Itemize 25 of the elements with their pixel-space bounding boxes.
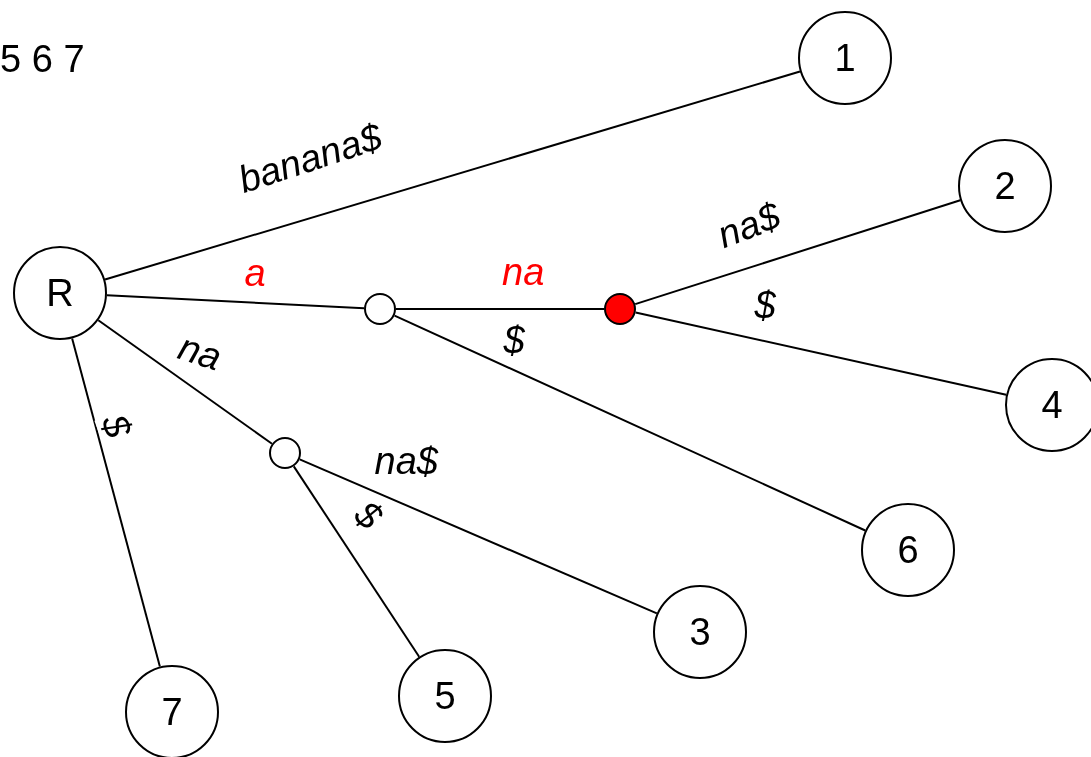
edge-label: $: [501, 321, 527, 359]
tree-node-circle: 4: [1005, 358, 1091, 452]
tree-node-circle: 2: [958, 139, 1052, 233]
connector-line: [292, 465, 421, 658]
branch-node-circle: [604, 293, 636, 325]
branch-node-circle: [364, 293, 396, 325]
connector-line: [71, 337, 161, 668]
connector-line: [298, 458, 658, 615]
connector-line: [393, 314, 867, 532]
connector-line: [634, 311, 1008, 396]
connector-line: [395, 308, 605, 310]
connector-line: [97, 319, 273, 445]
tree-node-circle: 5: [398, 649, 492, 743]
connector-line: [105, 294, 365, 310]
tree-node-circle: 3: [653, 585, 747, 679]
edge-label: na$: [372, 442, 440, 480]
edge-label: $: [752, 286, 778, 324]
connector-line: [104, 70, 801, 281]
tree-node-circle: 1: [798, 11, 892, 105]
tree-node-circle: R: [13, 246, 107, 340]
tree-node-circle: 6: [861, 503, 955, 597]
note-text: 5 6 7: [0, 40, 85, 78]
branch-node-circle: [269, 437, 301, 469]
tree-node-circle: 7: [125, 665, 219, 757]
connector-line: [634, 199, 962, 306]
